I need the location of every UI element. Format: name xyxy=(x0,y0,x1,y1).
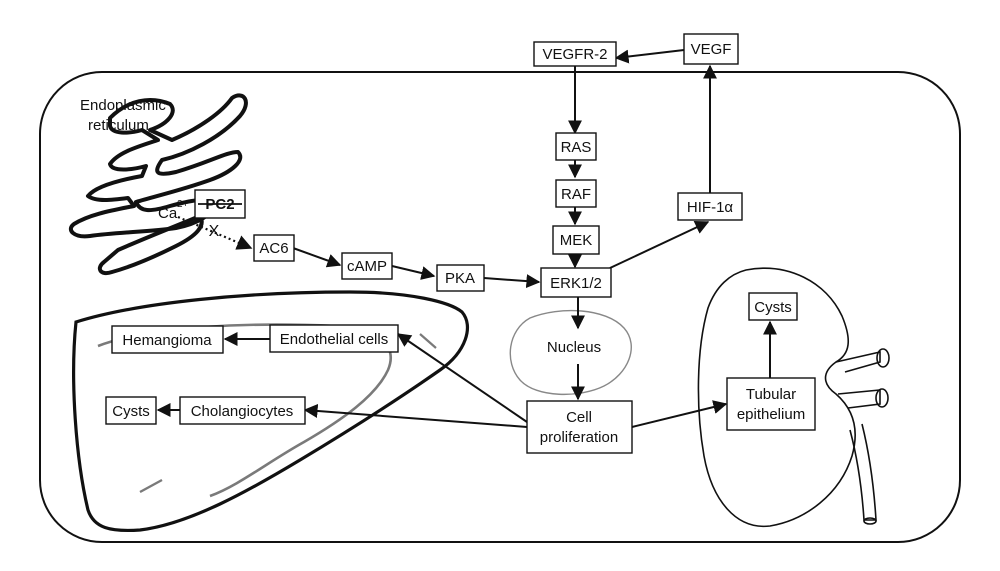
node-cysts-liver: Cysts xyxy=(105,396,157,425)
kidney-shape xyxy=(697,267,890,528)
node-ac6: AC6 xyxy=(253,234,295,262)
svg-text:RAF: RAF xyxy=(561,186,591,203)
svg-text:Tubular: Tubular xyxy=(746,386,796,403)
svg-text:2+: 2+ xyxy=(177,199,189,210)
node-cysts-kidney: Cysts xyxy=(748,292,798,321)
edge-cell-proliferation-to-endothelial xyxy=(396,333,528,423)
svg-text:epithelium: epithelium xyxy=(737,406,805,423)
svg-text:HIF-1α: HIF-1α xyxy=(687,199,734,216)
endoplasmic-reticulum-shape xyxy=(68,93,248,275)
node-vegf: VEGF xyxy=(683,33,739,65)
node-pc2: PC2 xyxy=(194,189,246,219)
node-vegfr2: VEGFR-2 xyxy=(533,41,617,67)
edge-ac6-to-camp xyxy=(292,247,342,268)
node-mek: MEK xyxy=(552,225,600,255)
node-hemangioma: Hemangioma xyxy=(111,325,224,354)
svg-text:AC6: AC6 xyxy=(259,240,288,257)
svg-text:ERK1/2: ERK1/2 xyxy=(550,275,602,292)
svg-text:Endothelial cells: Endothelial cells xyxy=(280,331,388,348)
node-cell-proliferation: Cell proliferation xyxy=(526,400,633,454)
node-endothelial-cells: Endothelial cells xyxy=(269,324,399,353)
svg-text:VEGF: VEGF xyxy=(691,41,732,58)
edge-erk-to-hif1a xyxy=(609,221,710,269)
node-camp: cAMP xyxy=(341,252,393,280)
svg-text:proliferation: proliferation xyxy=(540,429,618,446)
node-erk: ERK1/2 xyxy=(540,267,612,298)
edge-vegf-to-vegfr2 xyxy=(614,49,685,64)
node-ras: RAS xyxy=(555,132,597,161)
svg-text:VEGFR-2: VEGFR-2 xyxy=(542,46,607,63)
node-cholangiocytes: Cholangiocytes xyxy=(179,396,306,425)
svg-text:Ca: Ca xyxy=(158,205,178,222)
cell-membrane xyxy=(39,71,961,543)
node-hif1a: HIF-1α xyxy=(677,192,743,221)
svg-text:Cysts: Cysts xyxy=(112,403,150,420)
svg-text:Cysts: Cysts xyxy=(754,299,792,316)
svg-text:PKA: PKA xyxy=(445,270,475,287)
er-label-line2: reticulum xyxy=(88,117,149,134)
node-tubular-epithelium: Tubular epithelium xyxy=(726,377,816,431)
edge-camp-to-pka xyxy=(391,265,436,280)
nucleus-shape xyxy=(509,309,632,395)
svg-text:Hemangioma: Hemangioma xyxy=(122,332,212,349)
edge-cell-proliferation-to-cholangiocytes xyxy=(303,403,528,428)
calcium-label: Ca 2+ xyxy=(158,199,189,222)
edge-pka-to-erk xyxy=(483,274,541,289)
node-pka: PKA xyxy=(436,264,485,292)
svg-text:RAS: RAS xyxy=(561,139,592,156)
svg-text:MEK: MEK xyxy=(560,232,593,249)
svg-text:cAMP: cAMP xyxy=(347,258,387,275)
edge-cell-proliferation-to-tubular xyxy=(631,400,728,428)
node-raf: RAF xyxy=(555,179,597,208)
edge-ca-to-ac6 xyxy=(177,215,253,250)
svg-text:Cell: Cell xyxy=(566,409,592,426)
blocked-mark: X xyxy=(209,223,220,240)
nucleus-label: Nucleus xyxy=(547,339,601,356)
svg-text:Cholangiocytes: Cholangiocytes xyxy=(191,403,294,420)
er-label-line1: Endoplasmic xyxy=(80,97,166,114)
